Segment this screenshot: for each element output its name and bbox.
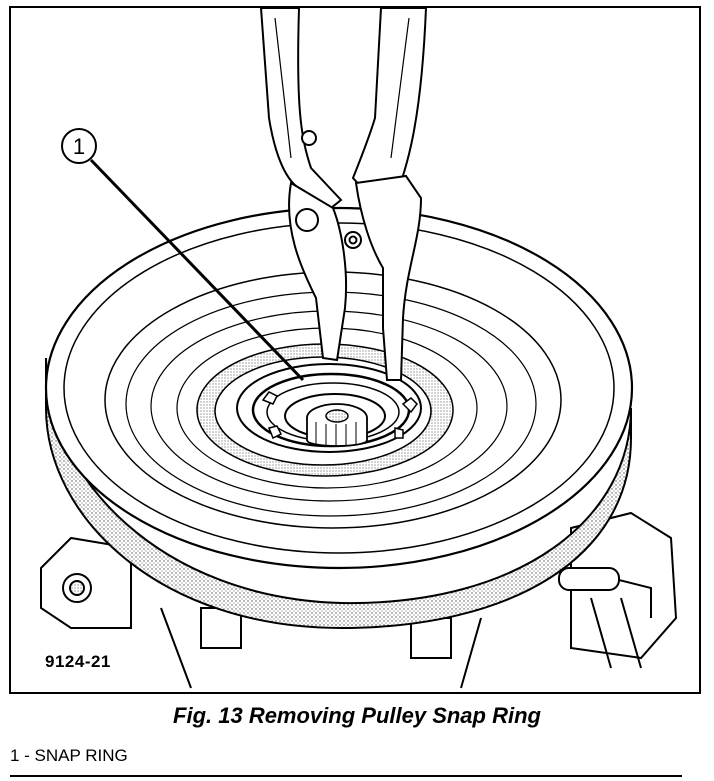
pulley-illustration: 1 — [40, 8, 678, 689]
hub-assembly — [236, 363, 422, 453]
figure-frame: 1 9124-21 — [9, 6, 701, 694]
legend-item: 1 - SNAP RING — [10, 746, 128, 765]
callout-circle — [61, 128, 97, 164]
pivot-bolt — [301, 130, 317, 146]
figure-reference-code: 9124-21 — [45, 652, 111, 671]
bottom-rule — [10, 775, 682, 777]
figure-caption: Fig. 13 Removing Pulley Snap Ring — [173, 703, 541, 728]
snap-ring-pliers — [259, 8, 428, 381]
callout-number: 1 — [73, 134, 85, 159]
compressor-body — [40, 511, 678, 689]
callout-leader — [89, 158, 305, 382]
